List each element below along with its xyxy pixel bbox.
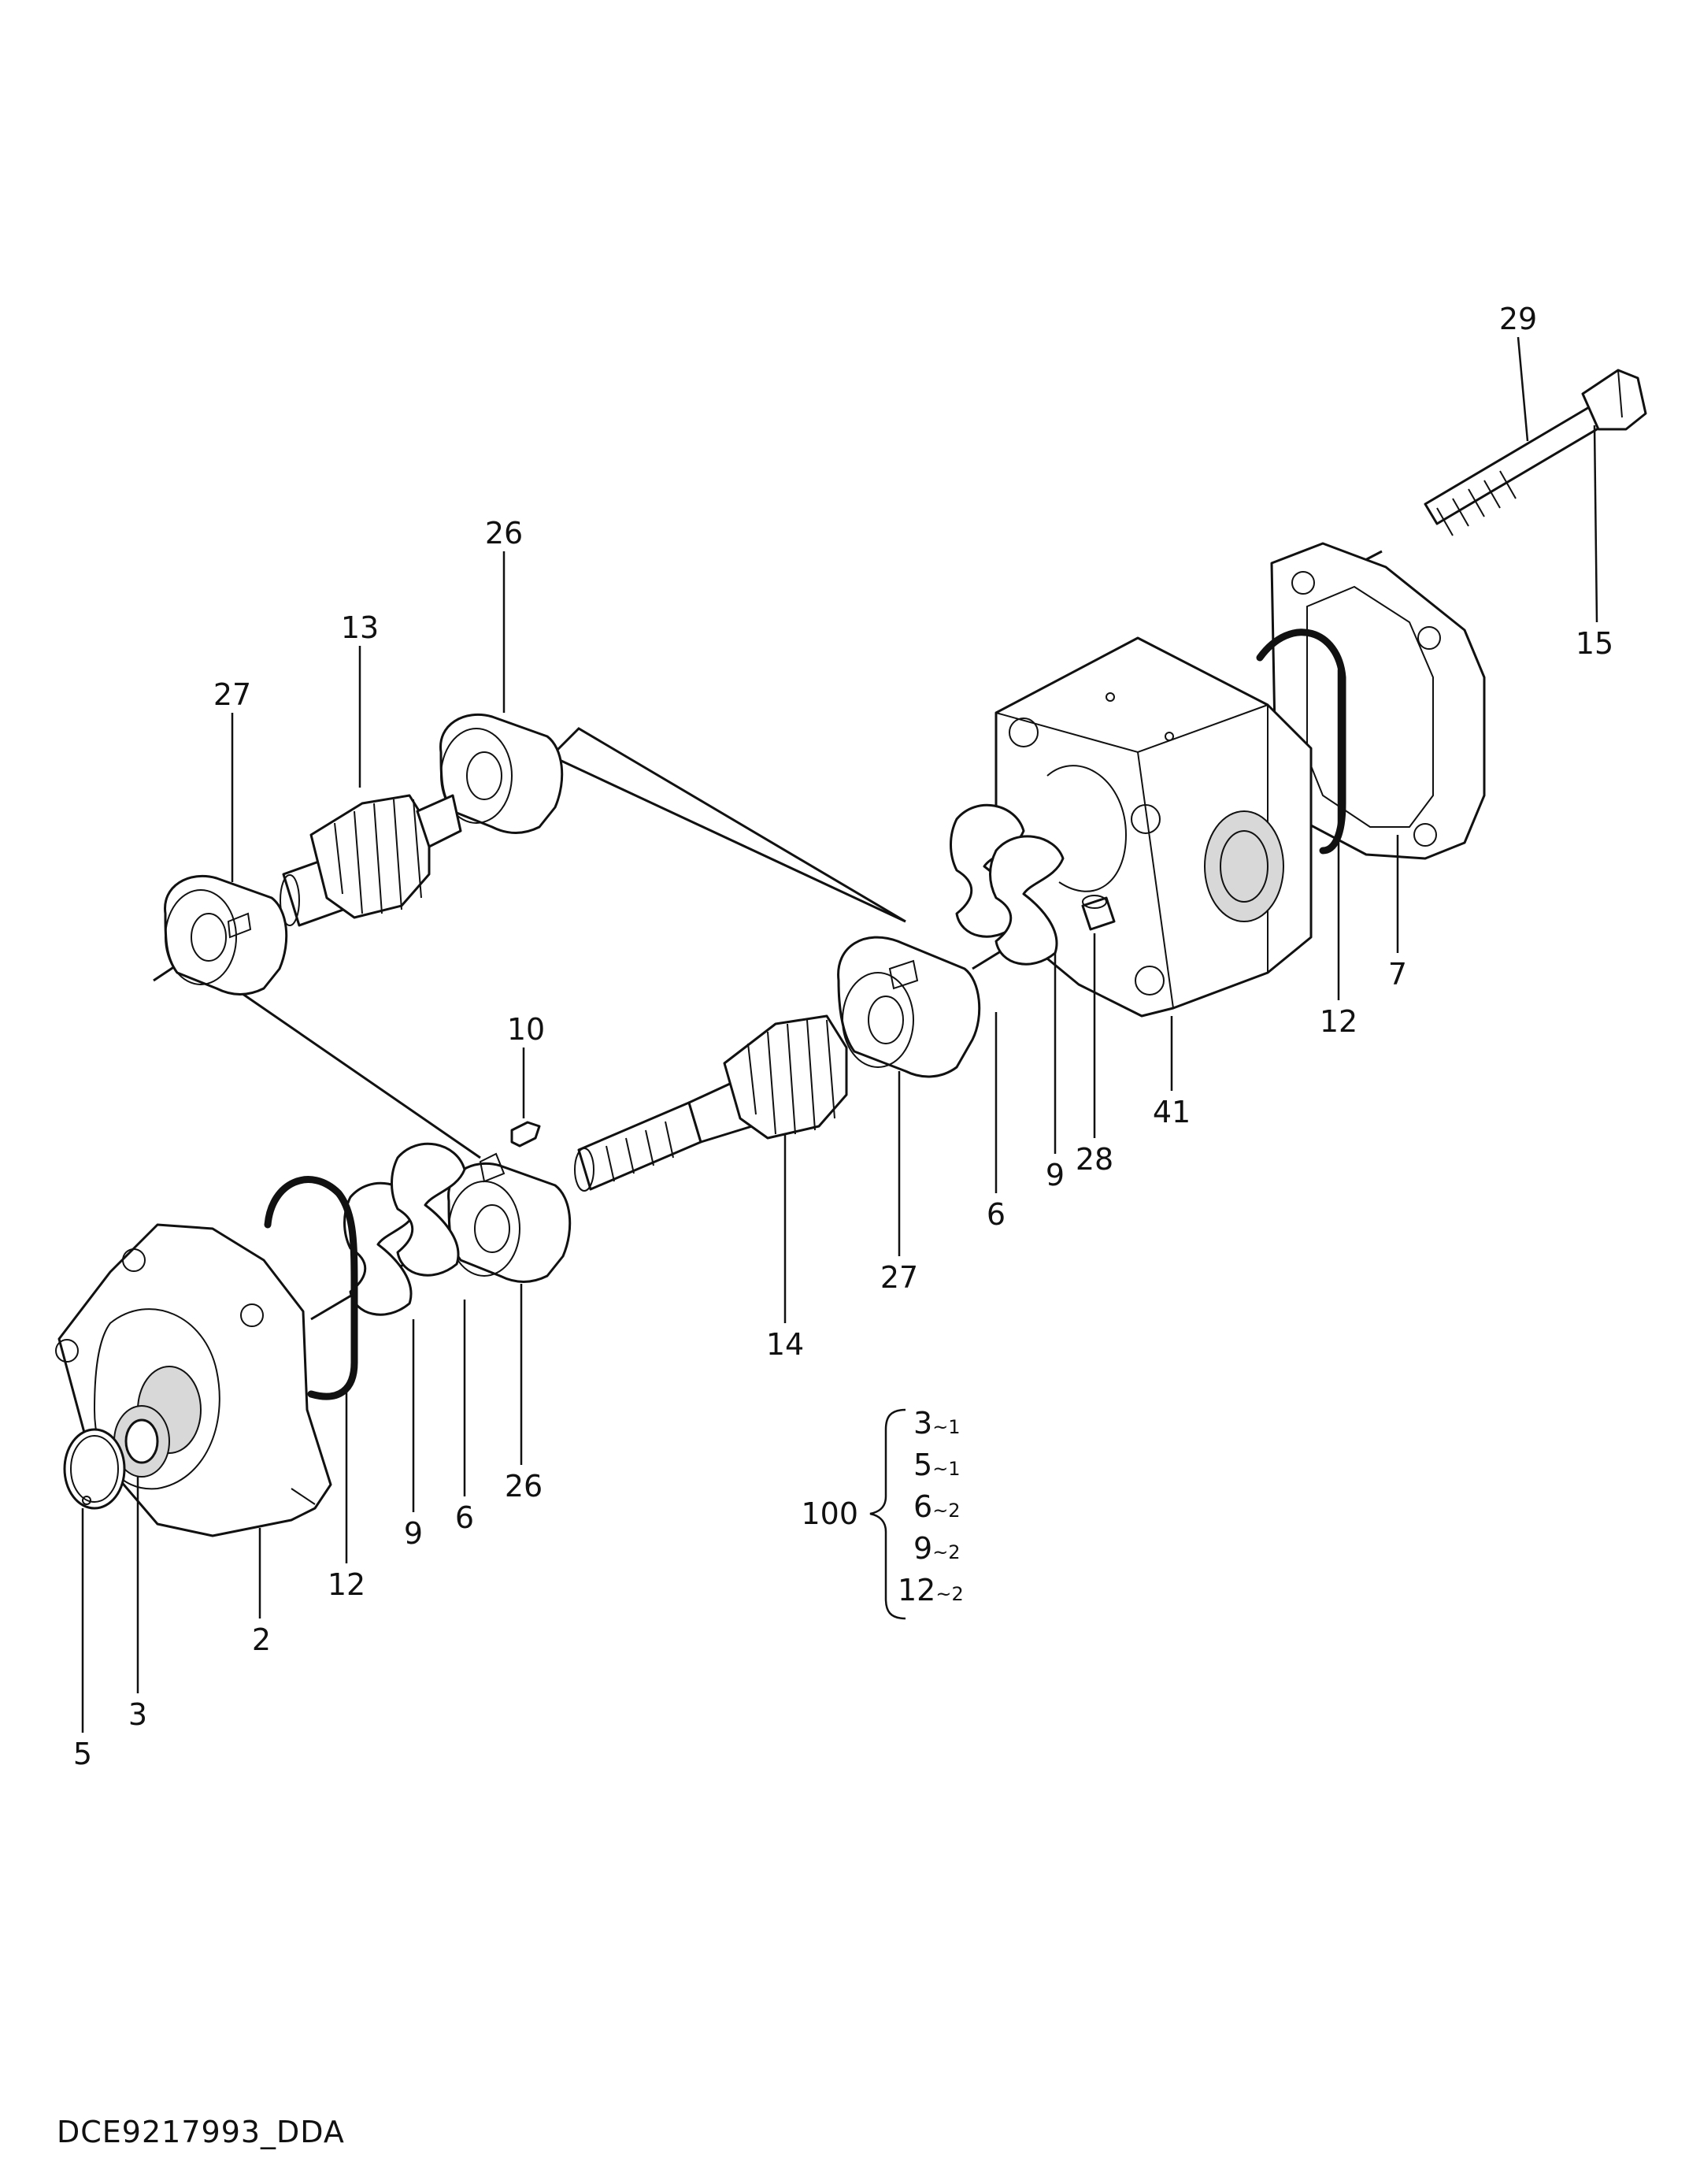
driven-gear-part-13 xyxy=(280,794,462,927)
kit-item-5: 12~2 xyxy=(898,1573,964,1607)
callout-2: 2 xyxy=(252,1622,271,1657)
bushing-part-27-top xyxy=(164,874,288,996)
bolt-part-29 xyxy=(1424,369,1647,536)
drawing-reference-code: DCE9217993_DDA xyxy=(57,2115,345,2149)
callout-6-left: 6 xyxy=(455,1500,474,1535)
callout-27-top: 27 xyxy=(213,677,251,712)
snap-ring-part-5 xyxy=(63,1428,126,1510)
leader-lines xyxy=(81,336,1598,1733)
seal-plates-right xyxy=(950,803,1065,966)
callout-labels: 29 15 26 13 27 7 12 41 10 28 9 6 27 14 2… xyxy=(73,302,1613,1771)
callout-5: 5 xyxy=(73,1737,92,1771)
callout-6-right: 6 xyxy=(987,1197,1006,1232)
callout-15: 15 xyxy=(1576,626,1613,661)
callout-41: 41 xyxy=(1153,1095,1191,1129)
callout-26-top: 26 xyxy=(485,516,523,551)
kit-brace xyxy=(869,1408,906,1620)
callout-28: 28 xyxy=(1076,1142,1113,1177)
key-part-10 xyxy=(510,1121,541,1148)
callout-14: 14 xyxy=(766,1327,804,1362)
callout-12-right: 12 xyxy=(1320,1004,1357,1039)
callout-27-middle: 27 xyxy=(880,1260,918,1295)
callout-3: 3 xyxy=(128,1697,147,1732)
callout-26-bottom: 26 xyxy=(505,1469,543,1504)
oil-seal-part-3 xyxy=(113,1405,170,1478)
dowel-pin-part-28 xyxy=(1081,895,1116,931)
callout-7: 7 xyxy=(1388,957,1407,992)
callout-9-right: 9 xyxy=(1046,1158,1065,1192)
kit-number: 100 xyxy=(801,1496,858,1531)
o-ring-part-12-right xyxy=(1256,629,1346,855)
bushing-part-27-middle xyxy=(837,936,981,1078)
kit-item-3: 6~2 xyxy=(913,1489,961,1524)
kit-100-bracket: 100 3~1 5~1 6~2 9~2 12~2 xyxy=(801,1406,964,1620)
callout-10: 10 xyxy=(507,1012,545,1047)
callout-12-left: 12 xyxy=(328,1567,365,1602)
callout-29: 29 xyxy=(1499,302,1537,336)
seal-plates-left xyxy=(343,1142,466,1316)
callout-13: 13 xyxy=(341,610,379,645)
pump-body-part-41 xyxy=(994,636,1313,1018)
kit-item-1: 3~1 xyxy=(913,1406,961,1441)
callout-9-left: 9 xyxy=(404,1516,423,1551)
kit-item-2: 5~1 xyxy=(913,1448,961,1482)
drive-shaft-part-14 xyxy=(574,1014,848,1192)
bushing-part-26-top xyxy=(439,713,564,834)
kit-item-4: 9~2 xyxy=(913,1531,961,1566)
flange-cover-part-7 xyxy=(1270,542,1486,860)
bushing-part-26-bottom xyxy=(447,1152,572,1283)
